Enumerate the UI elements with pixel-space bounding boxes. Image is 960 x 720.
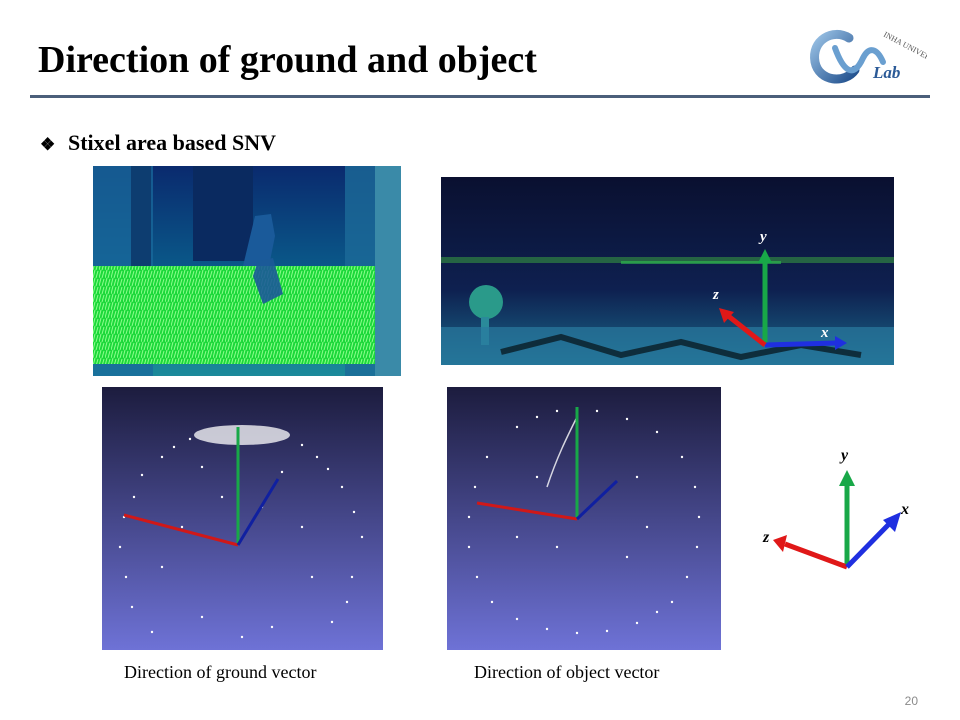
bullet-item: ❖ Stixel area based SNV: [40, 130, 276, 156]
ground-vector-caption: Direction of ground vector: [124, 662, 317, 682]
object-point-cloud: [467, 409, 701, 635]
pc-axis-y-label: y: [758, 229, 767, 245]
logo-text: Lab: [872, 63, 900, 82]
object-vector-caption: Direction of object vector: [474, 662, 660, 682]
legend-x-label: x: [900, 501, 909, 518]
cv-lab-logo: Lab INHA UNIVERSITY: [810, 30, 927, 84]
object-vector-plot: [447, 387, 721, 650]
title-divider: [30, 95, 930, 98]
page-number: 20: [904, 694, 918, 708]
ground-vector-plot: [102, 387, 383, 650]
ground-point-cloud: [118, 425, 364, 639]
axis-legend: y x z: [762, 447, 909, 570]
slide-title: Direction of ground and object: [38, 39, 537, 81]
pc-axis-x-label: x: [820, 325, 829, 341]
bullet-text: Stixel area based SNV: [68, 130, 276, 155]
pointcloud-axes-image: y x z: [441, 177, 894, 365]
stixel-depth-image: [93, 166, 401, 376]
diamond-bullet-icon: ❖: [40, 135, 56, 154]
pc-axis-z-label: z: [712, 287, 719, 303]
legend-z-label: z: [762, 529, 770, 546]
legend-y-label: y: [839, 447, 849, 464]
